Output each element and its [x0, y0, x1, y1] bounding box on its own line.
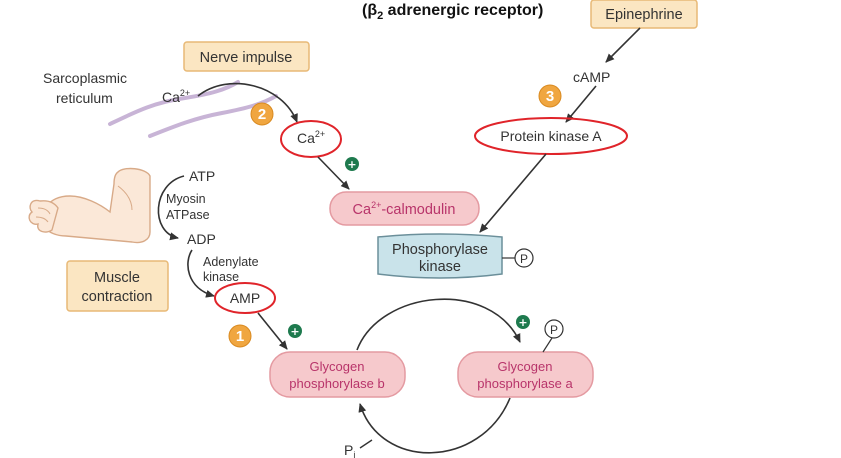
flexed-arm-illustration	[28, 167, 151, 244]
arrow-ca-to-calmodulin	[317, 156, 350, 190]
arrow-pka-to-phosphorylase-kinase	[479, 153, 547, 233]
phosphate-icon-phosphorylase-a: P	[544, 319, 564, 339]
muscle-contraction-label-line1: Muscle	[94, 270, 140, 286]
ca-calmodulin-label: Ca2+-calmodulin	[353, 200, 456, 218]
activation-plus-icon: +	[345, 157, 359, 171]
arrow-epinephrine-to-camp	[605, 27, 641, 63]
glycogen-phosphorylase-b-label-line2: phosphorylase b	[289, 376, 384, 391]
sarcoplasmic-reticulum-label-line1: Sarcoplasmic	[43, 70, 127, 86]
ca-reticulum-label: Ca2+	[162, 88, 190, 105]
svg-text:+: +	[518, 316, 527, 329]
amp-highlight	[214, 282, 276, 314]
arrow-nerve-impulse-to-ca	[197, 82, 298, 123]
ca-calmodulin-box: Ca2+-calmodulin	[329, 191, 480, 226]
activation-plus-icon: +	[288, 324, 302, 338]
svg-text:P: P	[520, 252, 528, 266]
activation-plus-icon: +	[516, 315, 530, 329]
phosphorylase-kinase-label-line1: Phosphorylase	[392, 242, 488, 258]
step-3-badge: 3	[538, 84, 562, 108]
sarcoplasmic-reticulum-label-line2: reticulum	[56, 90, 113, 106]
glycogen-phosphorylase-a-label-line1: Glycogen	[498, 359, 553, 374]
arrow-camp-to-pka	[565, 85, 597, 123]
arrow-amp-to-phosphorylase-b	[257, 312, 288, 350]
glycogen-phosphorylase-a-box: Glycogen phosphorylase a	[457, 351, 594, 398]
myosin-atpase-label-line1: Myosin	[166, 192, 206, 206]
svg-text:P: P	[550, 323, 558, 337]
arrow-adp-to-amp	[187, 249, 215, 298]
sarcoplasmic-reticulum-membrane-2	[148, 94, 278, 138]
epinephrine-label: Epinephrine	[605, 7, 682, 23]
protein-kinase-a-highlight	[474, 117, 628, 155]
arrow-atp-to-adp	[157, 175, 185, 241]
glycogen-phosphorylase-b-label-line1: Glycogen	[310, 359, 365, 374]
receptor-label: (β2 adrenergic receptor)	[362, 2, 543, 22]
myosin-atpase-label-line2: ATPase	[166, 208, 210, 222]
phosphate-bond-phosphorylase-a	[542, 337, 553, 353]
sarcoplasmic-reticulum-membrane-1	[108, 80, 240, 126]
muscle-contraction-box: Muscle contraction	[66, 260, 169, 312]
svg-text:1: 1	[236, 328, 244, 345]
epinephrine-box: Epinephrine	[590, 0, 698, 29]
ca-circled-label: Ca2+	[297, 129, 325, 146]
svg-text:+: +	[347, 158, 356, 171]
arrow-phosphorylase-b-to-a	[356, 298, 521, 351]
amp-label: AMP	[230, 290, 260, 306]
arrow-phosphorylase-a-to-b	[358, 397, 511, 454]
pi-label: Pi	[344, 442, 355, 458]
nerve-impulse-box: Nerve impulse	[183, 41, 310, 72]
adp-label: ADP	[187, 231, 216, 247]
svg-text:+: +	[290, 325, 299, 338]
pi-release-line	[359, 439, 373, 449]
glycogen-phosphorylase-a-label-line2: phosphorylase a	[477, 376, 573, 391]
step-2-badge: 2	[250, 102, 274, 126]
svg-text:3: 3	[546, 88, 554, 105]
camp-label: cAMP	[573, 69, 610, 85]
muscle-contraction-label-line2: contraction	[82, 289, 153, 305]
adenylate-kinase-label-line1: Adenylate	[203, 255, 259, 269]
phosphorylase-kinase-box: Phosphorylase kinase	[377, 233, 503, 279]
phosphate-icon-kinase: P	[514, 248, 534, 268]
glycogen-phosphorylase-b-box: Glycogen phosphorylase b	[269, 351, 406, 398]
atp-label: ATP	[189, 168, 215, 184]
protein-kinase-a-label: Protein kinase A	[500, 128, 602, 144]
nerve-impulse-label: Nerve impulse	[200, 50, 293, 66]
step-1-badge: 1	[228, 324, 252, 348]
phosphorylase-kinase-label-line2: kinase	[419, 259, 461, 275]
svg-text:2: 2	[258, 106, 266, 123]
adenylate-kinase-label-line2: kinase	[203, 270, 239, 284]
ca-highlight	[280, 120, 342, 158]
